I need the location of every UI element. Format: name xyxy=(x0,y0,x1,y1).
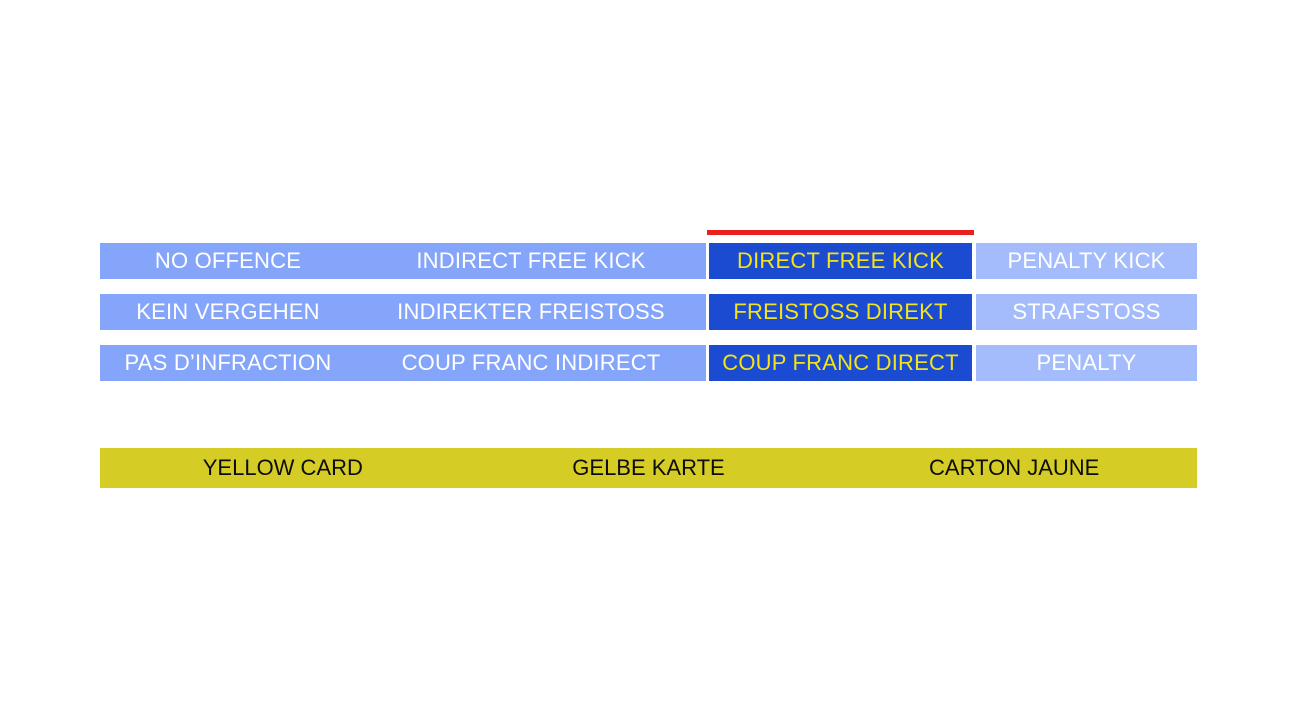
cell-direct-free-kick-selected[interactable]: DIRECT FREE KICK xyxy=(709,243,972,279)
matrix-row: KEIN VERGEHEN INDIREKTER FREISTOSS FREIS… xyxy=(100,294,1197,330)
cell-direct-free-kick-selected[interactable]: FREISTOSS DIREKT xyxy=(709,294,972,330)
matrix-row: PAS D’INFRACTION COUP FRANC INDIRECT COU… xyxy=(100,345,1197,381)
yellow-card-bar: YELLOW CARD GELBE KARTE CARTON JAUNE xyxy=(100,448,1197,488)
cell-penalty-kick[interactable]: PENALTY KICK xyxy=(976,243,1197,279)
sanction-decision-matrix: NO OFFENCE INDIRECT FREE KICK DIRECT FRE… xyxy=(100,230,1197,381)
cell-no-offence[interactable]: PAS D’INFRACTION xyxy=(124,350,332,375)
cell-indirect-free-kick[interactable]: INDIRECT FREE KICK xyxy=(416,248,646,273)
cell-penalty-kick[interactable]: STRAFSTOSS xyxy=(976,294,1197,330)
cell-no-offence[interactable]: KEIN VERGEHEN xyxy=(136,299,320,324)
yellow-card-label-french: CARTON JAUNE xyxy=(929,455,1100,480)
cell-no-offence[interactable]: NO OFFENCE xyxy=(154,248,302,273)
light-blue-band xyxy=(100,243,706,279)
cell-indirect-free-kick[interactable]: COUP FRANC INDIRECT xyxy=(401,350,661,375)
light-blue-band xyxy=(100,345,706,381)
cell-penalty-kick[interactable]: PENALTY xyxy=(976,345,1197,381)
cell-direct-free-kick-selected[interactable]: COUP FRANC DIRECT xyxy=(709,345,972,381)
matrix-row: NO OFFENCE INDIRECT FREE KICK DIRECT FRE… xyxy=(100,230,1197,279)
light-blue-band xyxy=(100,294,706,330)
yellow-card-label-english: YELLOW CARD xyxy=(202,455,363,480)
cell-indirect-free-kick[interactable]: INDIREKTER FREISTOSS xyxy=(397,299,665,324)
yellow-card-label-german: GELBE KARTE xyxy=(572,455,725,480)
selected-column-marker xyxy=(707,230,974,235)
